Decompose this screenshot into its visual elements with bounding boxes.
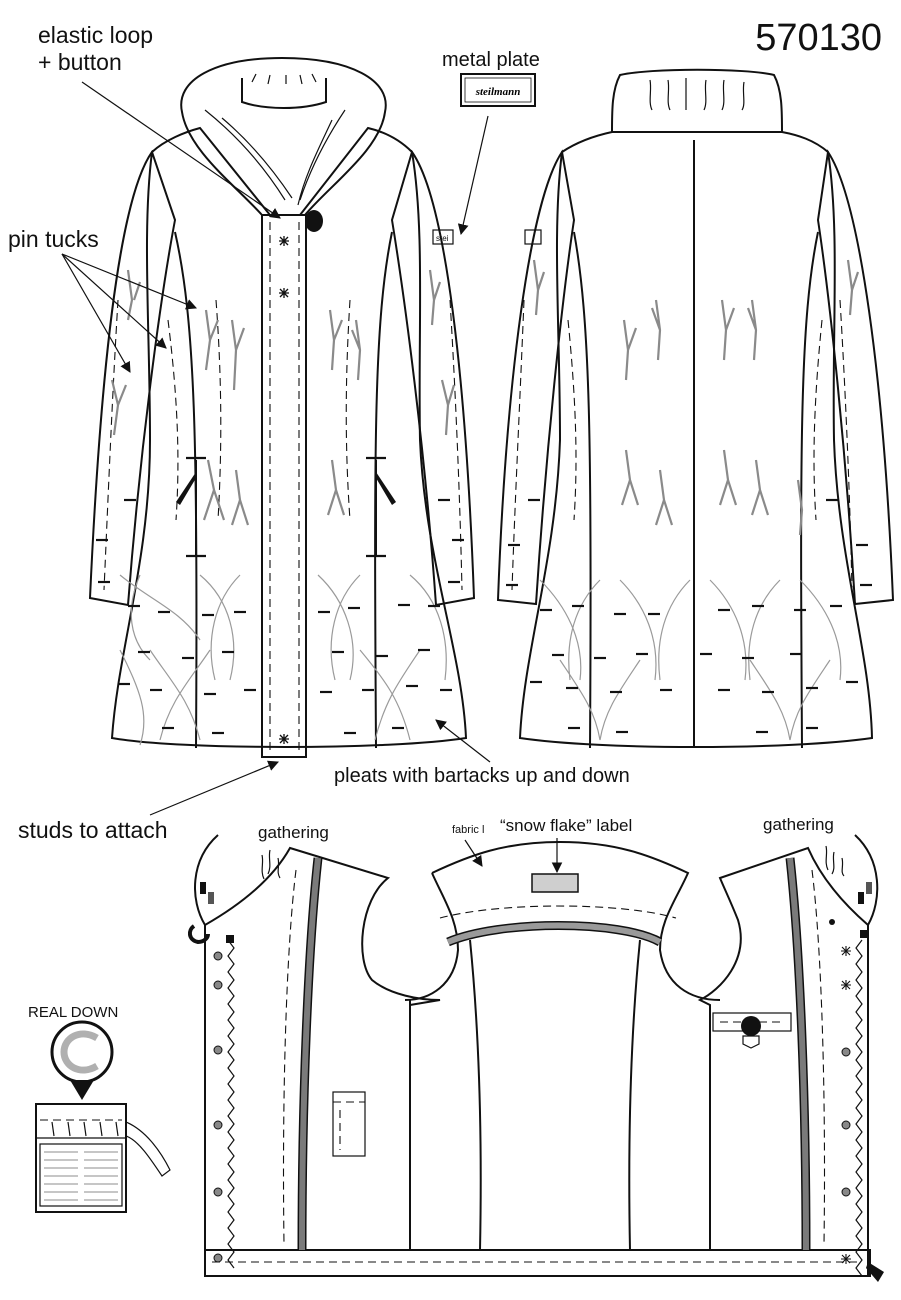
right-sleeve-cap <box>854 834 879 926</box>
front-button <box>305 210 323 232</box>
pin-tucks-arrows <box>61 253 198 373</box>
inside-right-studs <box>841 1047 851 1197</box>
front-right-sleeve <box>390 149 476 607</box>
elastic-loop-label: elastic loop <box>38 22 153 48</box>
front-right-pocket <box>376 472 396 505</box>
snow-flake-label-text: “snow flake” label <box>500 816 632 835</box>
real-down-tag: REAL DOWN <box>28 1004 171 1213</box>
inside-right-snowflakes <box>841 946 851 1264</box>
front-left-pocket <box>176 472 196 505</box>
coat-inside-view <box>187 834 884 1282</box>
placket-snowflake-studs <box>279 236 289 744</box>
fabric-label-note: fabric l <box>452 824 484 836</box>
front-placket <box>261 214 307 758</box>
front-pin-tucks <box>110 269 456 526</box>
snow-flake-label-patch <box>531 873 579 893</box>
right-zipper <box>855 939 863 1277</box>
back-lower-pleats <box>506 498 872 741</box>
pleats-bartacks-label: pleats with bartacks up and down <box>334 765 630 787</box>
metal-plate-icon <box>460 73 536 107</box>
gathering-right-label: gathering <box>763 815 834 834</box>
studs-arrow <box>149 760 279 816</box>
back-collar <box>611 68 783 133</box>
left-sleeve-cap <box>194 834 219 926</box>
studs-to-attach-label: studs to attach <box>18 817 168 843</box>
front-lower-pleats <box>96 498 464 746</box>
back-left-sleeve <box>496 149 576 606</box>
back-sleeve-metal-tag <box>524 229 542 245</box>
pin-tucks-label: pin tucks <box>8 226 99 252</box>
real-down-label: REAL DOWN <box>28 1004 118 1021</box>
inside-left-studs <box>213 951 223 1263</box>
fabric-label-arrow <box>464 839 483 867</box>
front-sleeve-tag-text: stei <box>436 234 449 243</box>
metal-plate-label: metal plate <box>442 49 540 71</box>
gathering-left-label: gathering <box>258 823 329 842</box>
real-down-hangtag <box>35 1103 127 1213</box>
front-left-sleeve <box>88 149 177 607</box>
metal-plate-arrow <box>457 115 489 236</box>
front-sleeve-metal-tag <box>432 229 454 245</box>
back-body-outline <box>518 131 874 748</box>
elastic-loop-label-line2: + button <box>38 49 122 75</box>
back-right-sleeve <box>816 149 895 606</box>
article-number: 570130 <box>755 17 882 59</box>
front-body-outline <box>110 126 468 748</box>
left-zipper <box>227 939 235 1269</box>
metal-plate-brand: steilmann <box>475 86 521 98</box>
back-pin-tucks <box>532 259 860 536</box>
elastic-loop-arrow <box>81 81 281 219</box>
front-collar <box>180 56 387 216</box>
coat-back-view <box>496 68 895 749</box>
pleats-arrow <box>435 719 491 763</box>
coat-front-view: stei <box>88 56 476 758</box>
